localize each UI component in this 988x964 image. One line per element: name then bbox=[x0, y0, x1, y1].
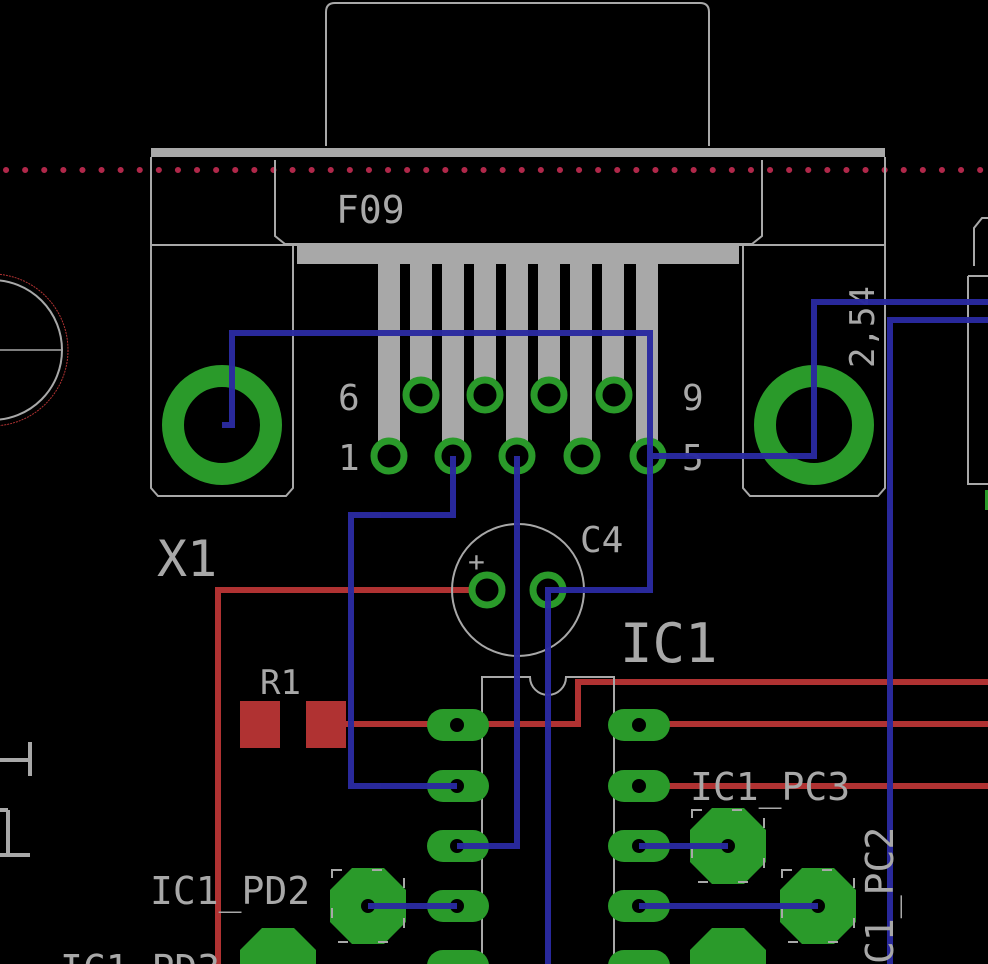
r1-pad-1 bbox=[240, 701, 280, 748]
c4-pad-positive bbox=[468, 571, 506, 609]
bottom-copper-traces bbox=[222, 299, 988, 964]
pin-pad-6 bbox=[402, 376, 440, 414]
resistor-r1: R1 bbox=[240, 663, 346, 748]
ic1-pin-24 bbox=[608, 950, 670, 964]
pin-pad-1 bbox=[370, 437, 408, 475]
pin-9-label: 9 bbox=[682, 378, 704, 419]
pin-6-label: 6 bbox=[338, 378, 360, 419]
connector-name-label: X1 bbox=[157, 530, 217, 588]
r1-pad-2 bbox=[306, 701, 346, 748]
net-label-pc2: C1_PC2 bbox=[858, 827, 903, 964]
db9-connector-outline bbox=[150, 2, 886, 497]
net-label-pc3: IC1_PC3 bbox=[690, 765, 850, 810]
testpoint-pd3 bbox=[240, 928, 316, 964]
mounting-hole-left bbox=[0, 273, 69, 427]
capacitor-name-label: C4 bbox=[580, 520, 623, 561]
pin-pad-7 bbox=[466, 376, 504, 414]
pin-pad-9 bbox=[595, 376, 633, 414]
net-label-pd3: IC1_PD3 bbox=[60, 947, 220, 964]
capacitor-polarity-label: + bbox=[468, 545, 485, 578]
connector-value-label: F09 bbox=[336, 188, 405, 232]
right-component-outline bbox=[967, 217, 988, 485]
ic-name-label: IC1 bbox=[620, 612, 718, 675]
pin-pad-8 bbox=[530, 376, 568, 414]
ic1-pin-5 bbox=[427, 950, 489, 964]
mounting-pad-left bbox=[162, 365, 282, 485]
db9-pin-legs bbox=[378, 264, 658, 452]
pin-1-label: 1 bbox=[338, 438, 360, 479]
resistor-name-label: R1 bbox=[260, 663, 301, 703]
right-edge-pad-fragment bbox=[985, 490, 988, 510]
dimension-label: 2,54 bbox=[843, 286, 883, 368]
testpoint-pc-lower bbox=[690, 928, 766, 964]
net-label-pd2: IC1_PD2 bbox=[150, 869, 310, 914]
ic1-pads bbox=[427, 709, 670, 964]
left-edge-silkscreen bbox=[0, 742, 32, 857]
pin-pad-4 bbox=[563, 437, 601, 475]
